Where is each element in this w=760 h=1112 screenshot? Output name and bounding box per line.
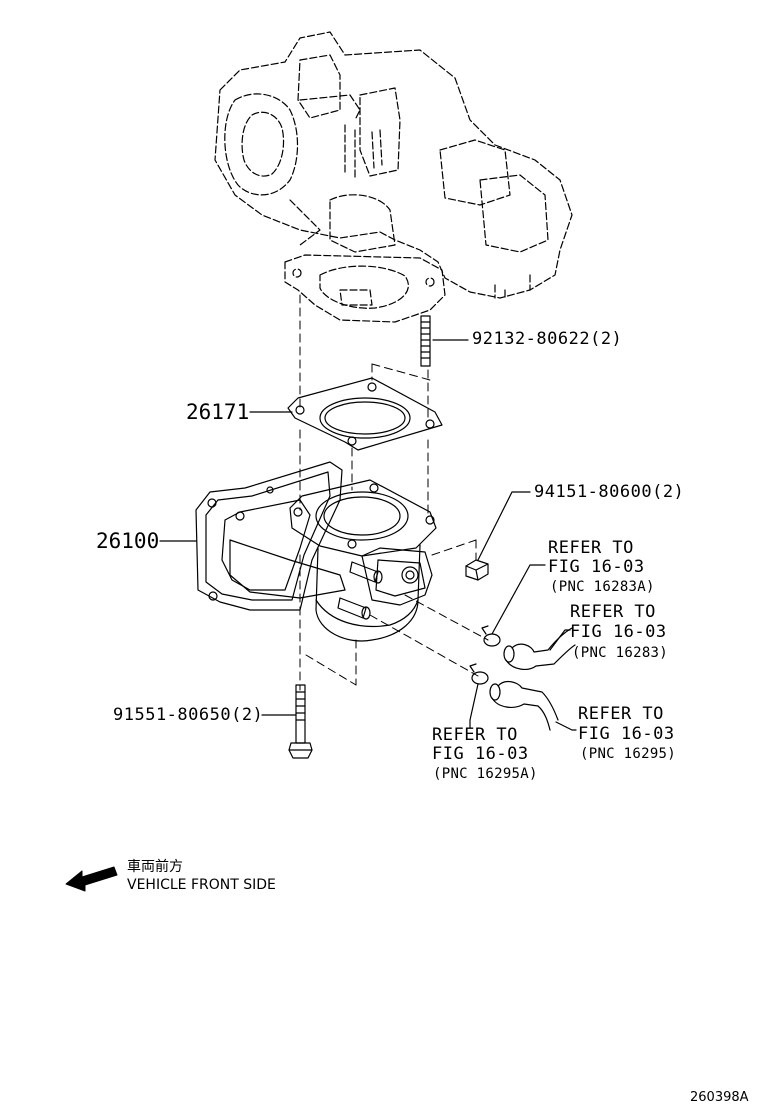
vehicle-front-label-jp: 車両前方 [127,859,183,875]
intake-manifold [214,31,573,323]
nut [465,559,489,581]
ref-16295a-line1[interactable]: REFER TO [432,725,518,745]
stud-bolt [420,315,431,367]
figure-id: 260398A [690,1090,749,1105]
ref-16295-line1[interactable]: REFER TO [578,704,664,724]
part-label-nut[interactable]: 94151-80600(2) [534,482,685,502]
part-label-throttle-body[interactable]: 26100 [96,529,160,553]
leader-ref-16295a [469,683,479,729]
ref-16295-pnc[interactable]: (PNC 16295) [580,746,677,762]
ref-16283a-line2[interactable]: FIG 16-03 [548,557,645,577]
ref-16283a-pnc[interactable]: (PNC 16283A) [550,579,655,595]
hose-clamp-lower [469,663,489,685]
throttle-body [195,461,437,642]
ref-16295a-pnc[interactable]: (PNC 16295A) [433,766,538,782]
arrow-left-icon [65,866,118,892]
part-label-bolt[interactable]: 91551-80650(2) [113,705,264,725]
hose-upper [503,627,576,670]
leader-nut [477,491,531,561]
vehicle-front-label-en: VEHICLE FRONT SIDE [127,877,276,893]
ref-16283a-line1[interactable]: REFER TO [548,538,634,558]
part-label-stud[interactable]: 92132-80622(2) [472,329,623,349]
ref-16283-line1[interactable]: REFER TO [570,602,656,622]
ref-16295a-line2[interactable]: FIG 16-03 [432,744,529,764]
ref-16283-pnc[interactable]: (PNC 16283) [572,645,669,661]
gasket [287,377,443,451]
leader-ref-16283a [491,564,546,635]
ref-16295-line2[interactable]: FIG 16-03 [578,724,675,744]
part-label-gasket[interactable]: 26171 [186,400,250,424]
ref-16283-line2[interactable]: FIG 16-03 [570,622,667,642]
leader-ref-16295 [555,721,577,731]
leader-ref-16283 [549,629,571,651]
hose-clamp-upper [481,625,501,647]
hose-lower [489,680,559,731]
bolt [288,684,313,759]
